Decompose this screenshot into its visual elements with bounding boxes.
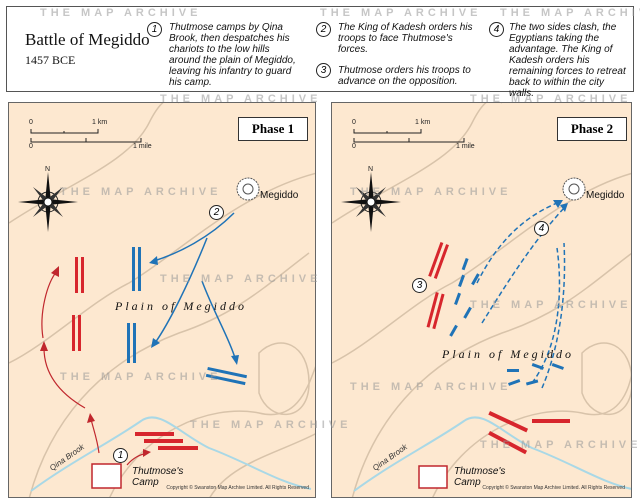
kadesh-units bbox=[127, 247, 248, 386]
camp-label: Thutmose's Camp bbox=[454, 466, 506, 488]
north-label: N bbox=[368, 166, 374, 173]
compass-rose-icon bbox=[341, 172, 401, 232]
egyptian-units bbox=[426, 242, 570, 455]
egypt-arrowheads bbox=[40, 266, 151, 457]
north-label: N bbox=[45, 166, 51, 173]
step-1-text: Thutmose camps by Qina Brook, then despa… bbox=[169, 22, 296, 88]
watermark: THE MAP ARCHIVE bbox=[480, 439, 640, 451]
watermark: THE MAP ARCHIVE bbox=[350, 186, 512, 198]
phase-2-label: Phase 2 bbox=[557, 117, 627, 141]
egypt-unit bbox=[144, 439, 183, 443]
scale-mile-label: 1 mile bbox=[133, 143, 152, 150]
legend-header: Battle of Megiddo 1457 BCE 1 Thutmose ca… bbox=[6, 6, 634, 99]
watermark: THE MAP ARCHIVE bbox=[40, 7, 202, 19]
qina-brook bbox=[30, 416, 312, 492]
egypt-unit bbox=[532, 419, 570, 423]
kadesh-unit bbox=[205, 373, 246, 386]
megiddo-label: Megiddo bbox=[260, 190, 299, 201]
thutmose-camp-icon bbox=[91, 463, 122, 489]
marker-2: 2 bbox=[209, 205, 224, 220]
egypt-unit bbox=[488, 411, 529, 433]
marker-4: 4 bbox=[534, 221, 549, 236]
copyright: Copyright © Swanston Map Archive Limited… bbox=[482, 485, 625, 491]
kadesh-unit bbox=[138, 247, 141, 291]
watermark: THE MAP ARCHIVE bbox=[160, 273, 322, 285]
scale-zero-mile: 0 bbox=[29, 143, 33, 150]
step-marker-1: 1 bbox=[147, 22, 162, 37]
kadesh-movement-arrows bbox=[153, 212, 236, 359]
egypt-unit bbox=[75, 257, 78, 293]
map-title: Battle of Megiddo bbox=[25, 30, 150, 49]
scale-zero-mile: 0 bbox=[352, 143, 356, 150]
phase-1-map: 0 1 km 0 1 mile Phase 1 N Megiddo Plain … bbox=[8, 102, 316, 498]
watermark: THE MAP ARCHIVE bbox=[160, 93, 322, 105]
step-4-text: The two sides clash, the Egyptians takin… bbox=[509, 22, 626, 99]
map-date: 1457 BCE bbox=[25, 53, 76, 67]
plain-label: Plain of Megiddo bbox=[115, 299, 247, 313]
watermark: THE MAP ARCHIVE bbox=[190, 419, 352, 431]
kadesh-unit bbox=[133, 323, 136, 363]
scale-mile-label: 1 mile bbox=[456, 143, 475, 150]
watermark: THE MAP ARCHIVE bbox=[320, 7, 482, 19]
watermark: THE MAP ARCHIVE bbox=[350, 381, 512, 393]
scale-km-label: 1 km bbox=[415, 119, 431, 126]
egypt-unit bbox=[158, 446, 198, 450]
marker-3: 3 bbox=[412, 278, 427, 293]
scale-bar bbox=[30, 129, 142, 143]
megiddo-label: Megiddo bbox=[586, 190, 625, 201]
scale-zero-km: 0 bbox=[352, 119, 356, 126]
phase-2-map: 0 1 km 0 1 mile Phase 2 N Megiddo Plain … bbox=[331, 102, 632, 498]
scale-bar bbox=[353, 129, 465, 143]
kadesh-unit bbox=[207, 366, 248, 379]
egypt-unit bbox=[78, 315, 81, 351]
kadesh-arrowheads bbox=[149, 256, 239, 365]
scale-zero-km: 0 bbox=[29, 119, 33, 126]
kadesh-unit bbox=[127, 323, 130, 363]
phase-1-label: Phase 1 bbox=[238, 117, 308, 141]
egypt-unit bbox=[81, 257, 84, 293]
megiddo-city-icon bbox=[562, 177, 586, 201]
watermark: THE MAP ARCHIVE bbox=[470, 299, 632, 311]
egyptian-units bbox=[72, 257, 198, 450]
watermark: THE MAP ARCHIVE bbox=[500, 7, 640, 19]
egypt-unit bbox=[72, 315, 75, 351]
marker-1: 1 bbox=[113, 448, 128, 463]
scale-km-label: 1 km bbox=[92, 119, 108, 126]
kadesh-units bbox=[449, 257, 564, 386]
kadesh-arrowheads bbox=[553, 200, 568, 212]
step-marker-3: 3 bbox=[316, 63, 331, 78]
qina-brook bbox=[353, 416, 631, 492]
watermark: THE MAP ARCHIVE bbox=[470, 93, 632, 105]
compass-rose-icon bbox=[18, 172, 78, 232]
camp-label: Thutmose's Camp bbox=[132, 466, 184, 488]
kadesh-unit bbox=[132, 247, 135, 291]
plain-label: Plain of Megiddo bbox=[442, 347, 574, 361]
step-2-text: The King of Kadesh orders his troops to … bbox=[338, 22, 473, 55]
egypt-unit bbox=[488, 431, 528, 455]
step-marker-2: 2 bbox=[316, 22, 331, 37]
step-marker-4: 4 bbox=[489, 22, 504, 37]
egypt-unit bbox=[135, 432, 174, 436]
watermark: THE MAP ARCHIVE bbox=[60, 371, 222, 383]
watermark: THE MAP ARCHIVE bbox=[60, 186, 222, 198]
step-3-text: Thutmose orders his troops to advance on… bbox=[338, 65, 471, 87]
copyright: Copyright © Swanston Map Archive Limited… bbox=[166, 485, 309, 491]
thutmose-camp-icon bbox=[418, 465, 448, 489]
megiddo-city-icon bbox=[236, 177, 260, 201]
